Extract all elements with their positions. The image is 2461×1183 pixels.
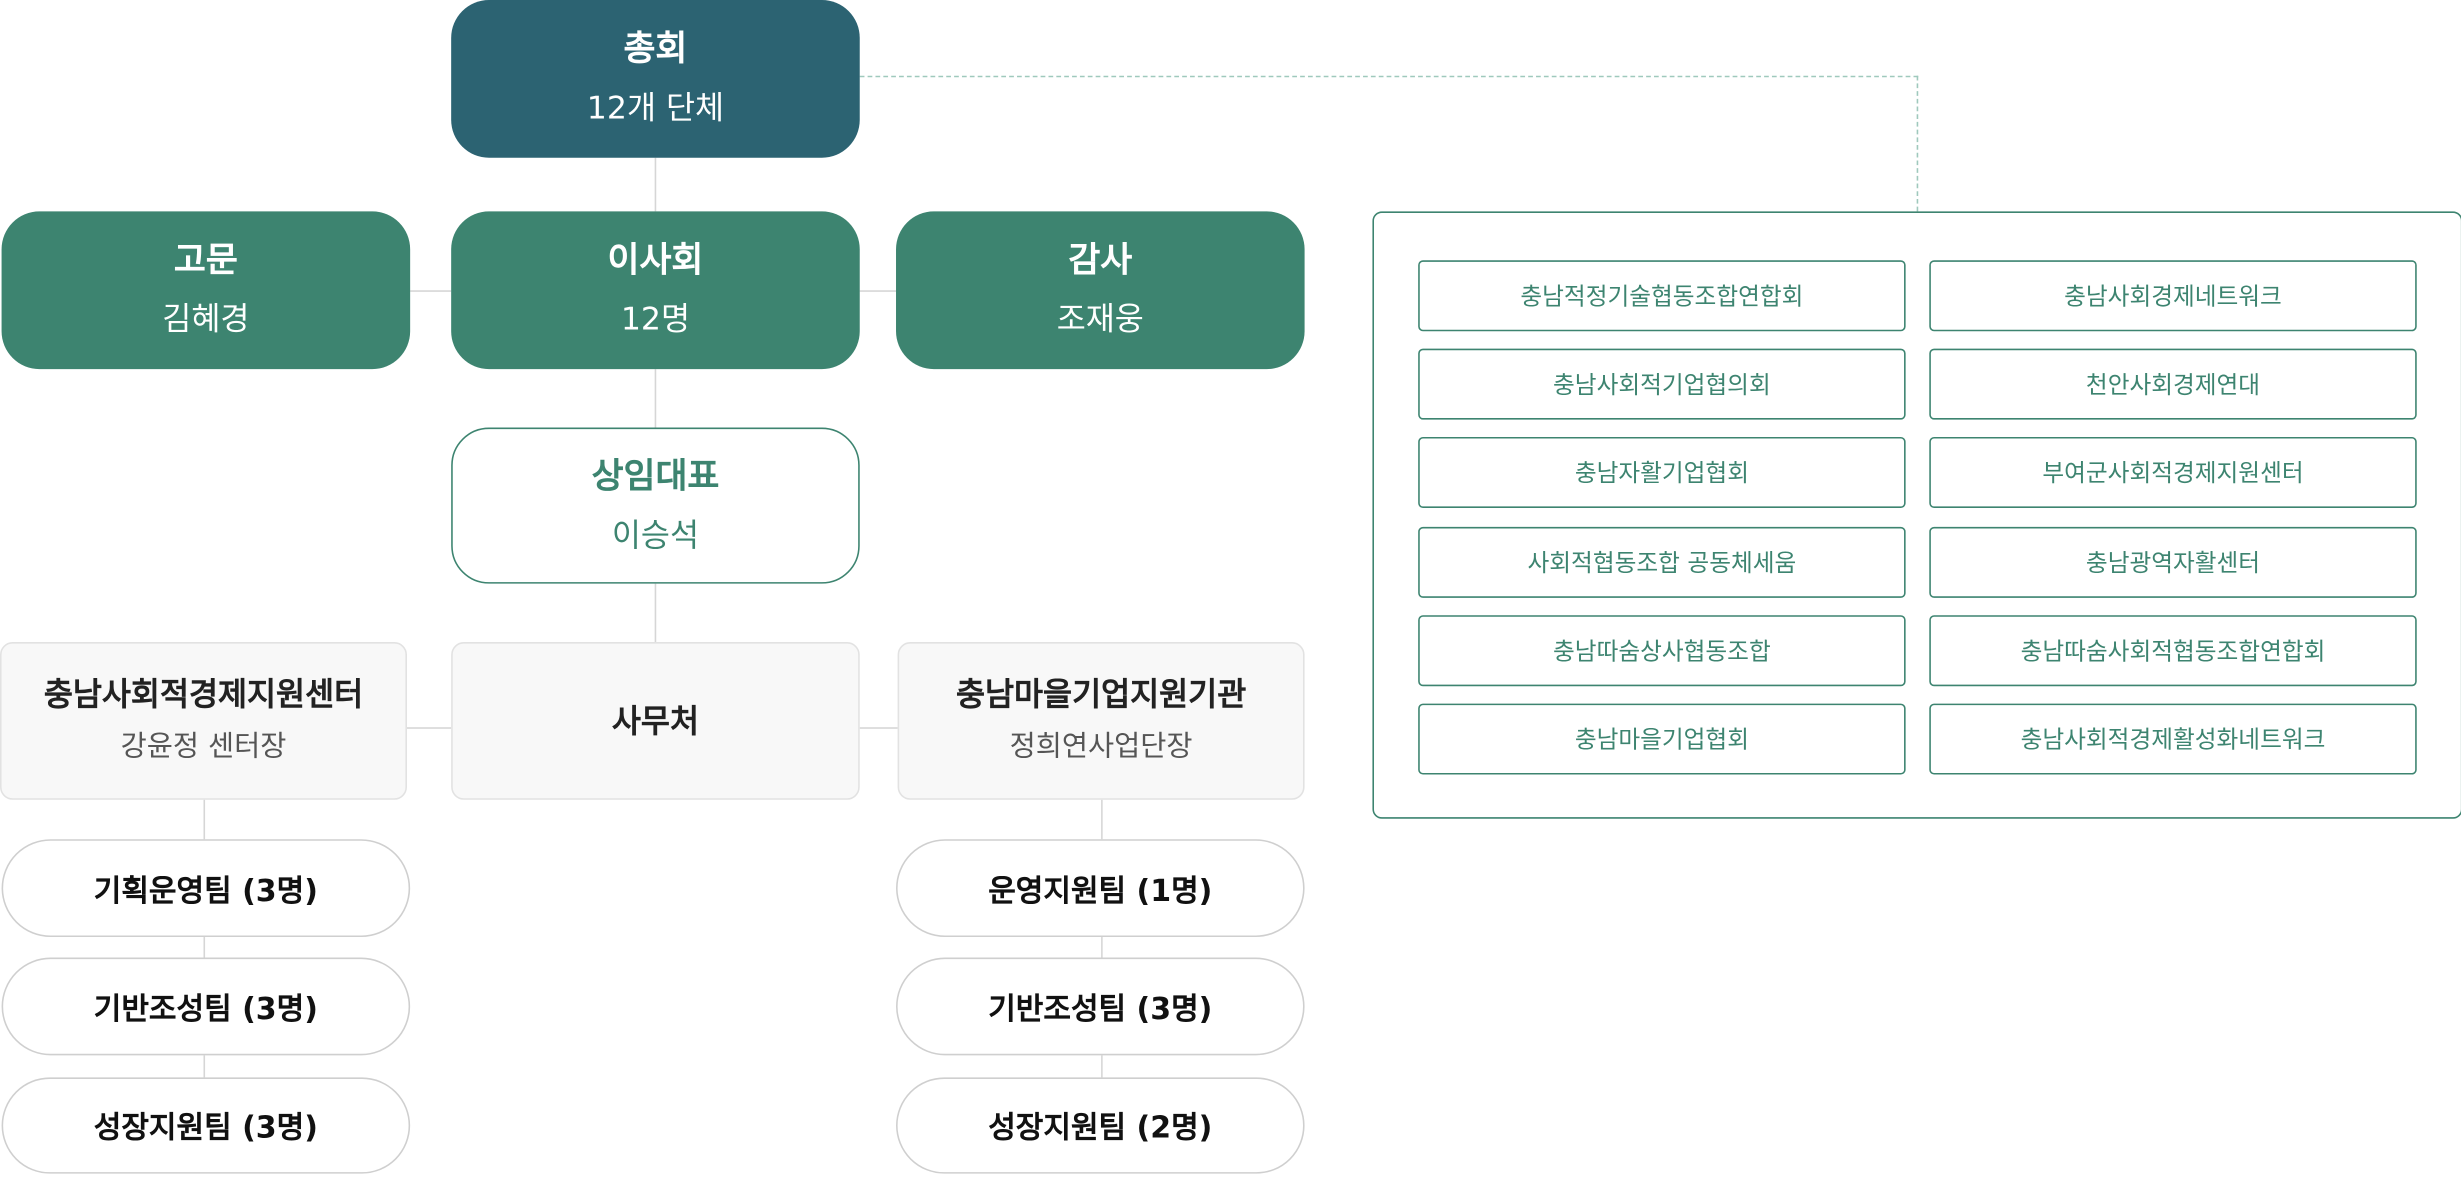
right-center-title: 충남마을기업지원기관 bbox=[955, 675, 1247, 714]
member-org: 충남따숨사회적협동조합연합회 bbox=[1929, 615, 2417, 687]
member-org: 충남자활기업협회 bbox=[1418, 436, 1906, 508]
member-org: 충남사회경제네트워크 bbox=[1929, 260, 2417, 332]
member-org-label: 충남자활기업협회 bbox=[1574, 459, 1749, 488]
team-box: 성장지원팀 (3명) bbox=[1, 1077, 411, 1174]
member-org: 사회적협동조합 공동체세움 bbox=[1418, 526, 1906, 598]
member-org-label: 부여군사회적경제지원센터 bbox=[2042, 459, 2304, 488]
right-center-sub: 정희연사업단장 bbox=[1009, 730, 1193, 764]
representative-sub: 이승석 bbox=[611, 515, 699, 553]
advisor-sub: 김혜경 bbox=[162, 299, 250, 338]
member-org: 충남광역자활센터 bbox=[1929, 526, 2417, 598]
connector bbox=[203, 937, 206, 958]
member-org-label: 충남따숨상사협동조합 bbox=[1553, 637, 1771, 666]
connector bbox=[859, 290, 897, 292]
team-box: 성장지원팀 (2명) bbox=[896, 1077, 1305, 1174]
member-org-label: 충남사회경제네트워크 bbox=[2064, 282, 2282, 311]
connector bbox=[654, 369, 657, 428]
connector bbox=[859, 727, 898, 729]
member-org-label: 사회적협동조합 공동체세움 bbox=[1527, 548, 1797, 578]
member-org: 충남마을기업협회 bbox=[1418, 703, 1906, 775]
advisor-box: 고문 김혜경 bbox=[1, 211, 411, 370]
member-org-label: 충남광역자활센터 bbox=[2085, 548, 2261, 578]
connector bbox=[654, 583, 657, 643]
board-box: 이사회 12명 bbox=[451, 211, 860, 370]
dashed-connector bbox=[1916, 75, 1919, 212]
representative-title: 상임대표 bbox=[591, 456, 720, 497]
connector bbox=[406, 727, 452, 729]
general-assembly-title: 총회 bbox=[623, 29, 688, 70]
member-org-label: 충남사회적기업협의회 bbox=[1553, 370, 1771, 400]
team-box: 기반조성팀 (3명) bbox=[896, 957, 1305, 1056]
member-org-label: 충남따숨사회적협동조합연합회 bbox=[2020, 637, 2326, 666]
connector bbox=[410, 290, 452, 292]
auditor-box: 감사 조재웅 bbox=[896, 211, 1305, 370]
connector bbox=[203, 799, 206, 840]
auditor-sub: 조재웅 bbox=[1056, 299, 1144, 338]
advisor-title: 고문 bbox=[173, 241, 238, 281]
member-organizations-panel: 충남적정기술협동조합연합회 충남사회적기업협의회 충남자활기업협회 사회적협동조… bbox=[1372, 211, 2461, 819]
secretariat-box: 사무처 bbox=[451, 642, 860, 800]
auditor-title: 감사 bbox=[1068, 241, 1133, 281]
general-assembly-box: 총회 12개 단체 bbox=[451, 0, 860, 158]
board-title: 이사회 bbox=[607, 241, 704, 281]
team-label: 기반조성팀 (3명) bbox=[988, 991, 1213, 1027]
right-center-box: 충남마을기업지원기관 정희연사업단장 bbox=[897, 642, 1305, 800]
team-box: 기반조성팀 (3명) bbox=[1, 957, 411, 1056]
team-label: 기반조성팀 (3명) bbox=[93, 991, 318, 1027]
connector bbox=[203, 1055, 206, 1078]
member-org: 충남따숨상사협동조합 bbox=[1418, 615, 1906, 687]
team-label: 성장지원팀 (3명) bbox=[93, 1110, 318, 1146]
member-org-label: 충남사회적경제활성화네트워크 bbox=[2020, 725, 2326, 755]
team-box: 운영지원팀 (1명) bbox=[896, 839, 1305, 938]
member-org: 천안사회경제연대 bbox=[1929, 348, 2417, 420]
member-org: 충남적정기술협동조합연합회 bbox=[1418, 260, 1906, 332]
left-center-title: 충남사회적경제지원센터 bbox=[43, 675, 364, 714]
board-sub: 12명 bbox=[620, 299, 691, 338]
connector bbox=[654, 157, 657, 212]
team-box: 기획운영팀 (3명) bbox=[1, 839, 411, 938]
team-label: 성장지원팀 (2명) bbox=[988, 1110, 1213, 1146]
member-org: 충남사회적기업협의회 bbox=[1418, 348, 1906, 420]
member-org-label: 충남적정기술협동조합연합회 bbox=[1520, 282, 1804, 311]
member-org: 충남사회적경제활성화네트워크 bbox=[1929, 703, 2417, 775]
connector bbox=[1101, 1055, 1103, 1078]
member-org-label: 천안사회경제연대 bbox=[2085, 370, 2261, 400]
member-org: 부여군사회적경제지원센터 bbox=[1929, 436, 2417, 508]
team-label: 운영지원팀 (1명) bbox=[988, 873, 1213, 908]
secretariat-title: 사무처 bbox=[611, 701, 699, 740]
connector bbox=[1101, 937, 1103, 958]
connector bbox=[1101, 799, 1103, 840]
left-center-box: 충남사회적경제지원센터 강윤정 센터장 bbox=[0, 642, 407, 800]
dashed-connector bbox=[859, 75, 1919, 78]
left-center-sub: 강윤정 센터장 bbox=[120, 730, 287, 764]
general-assembly-sub: 12개 단체 bbox=[586, 88, 725, 127]
representative-box: 상임대표 이승석 bbox=[451, 427, 860, 584]
team-label: 기획운영팀 (3명) bbox=[93, 873, 318, 908]
member-org-label: 충남마을기업협회 bbox=[1574, 725, 1749, 755]
